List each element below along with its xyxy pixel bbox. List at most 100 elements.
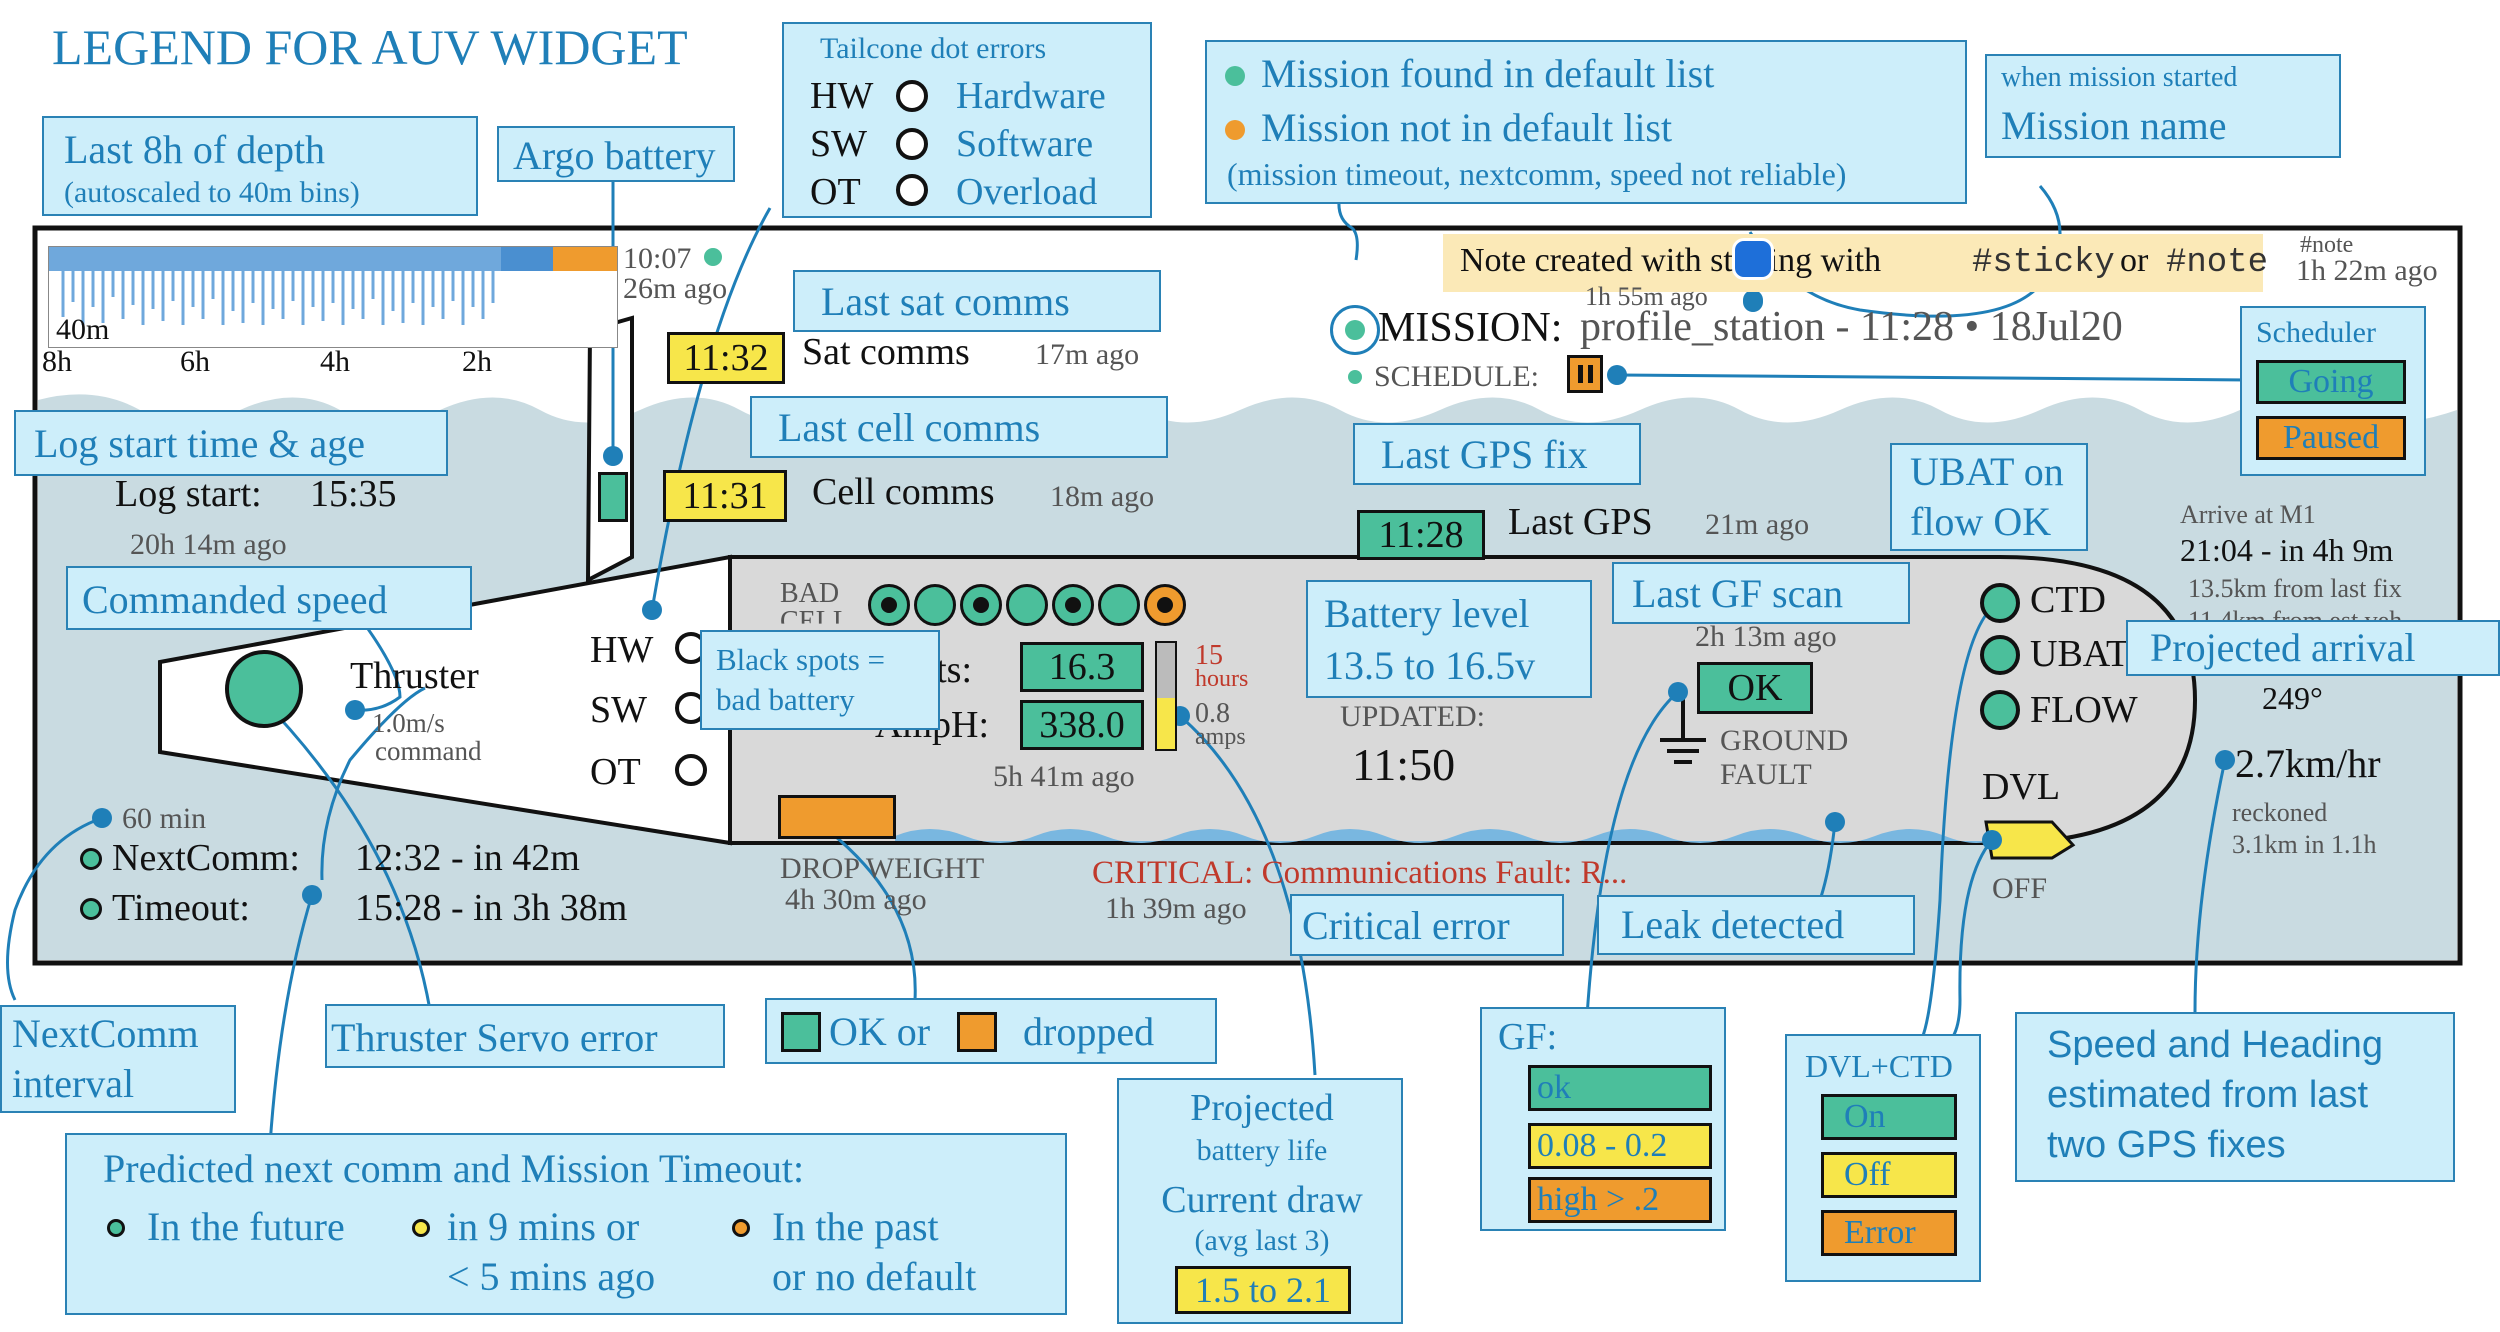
arrive-label: Arrive at M1: [2180, 500, 2316, 529]
ground-fault-label-1: GROUND: [1720, 724, 1849, 757]
ubat-label: UBAT: [2030, 633, 2130, 675]
callout-nextcomm-interval: NextComm interval: [0, 1005, 236, 1113]
projected-battery-line4: (avg last 3): [1194, 1224, 1330, 1257]
depth-chart: [48, 246, 618, 348]
battery-cell-ok: [1006, 584, 1048, 626]
ctd-label: CTD: [2030, 579, 2106, 621]
battery-hours: 15: [1195, 640, 1223, 671]
argo-age: 26m ago: [623, 272, 728, 305]
projected-battery-line1: Projected: [1190, 1087, 1334, 1129]
callout-critical-label: Critical error: [1302, 903, 1510, 948]
scheduler-going: Going: [2256, 360, 2406, 404]
callout-gf-scan: Last GF scan: [1612, 562, 1910, 624]
mission-name-big: Mission name: [2001, 103, 2227, 148]
note-corner-tag: #note: [2300, 232, 2354, 258]
callout-cell-label: Last cell comms: [778, 405, 1041, 450]
critical-message: CRITICAL: Communications Fault: R...: [1092, 855, 1628, 891]
cell-comms-age: 18m ago: [1050, 480, 1155, 513]
nextcomm-interval-value: 60 min: [122, 802, 207, 835]
sat-comms-time: 11:32: [667, 332, 785, 384]
callout-commanded-speed: Commanded speed: [66, 566, 472, 630]
mission-label: MISSION:: [1378, 305, 1563, 351]
tailcone-code-ot: OT: [810, 171, 861, 213]
battery-cell-bad: [1052, 584, 1094, 626]
battery-hours-unit: hours: [1195, 666, 1249, 692]
callout-mission-name: when mission started Mission name: [1985, 54, 2341, 158]
critical-age: 1h 39m ago: [1105, 892, 1247, 925]
callout-commanded-speed-label: Commanded speed: [82, 577, 388, 622]
drop-dropped-label: dropped: [1023, 1009, 1155, 1054]
flow-dot: [1980, 690, 2020, 730]
callout-critical: Critical error: [1290, 894, 1564, 956]
callout-sat-label: Last sat comms: [821, 279, 1070, 324]
callout-black-spots-label: Black spots = bad battery: [716, 642, 886, 717]
tailcone-code-sw: SW: [810, 123, 867, 165]
callout-argo-label: Argo battery: [513, 133, 716, 178]
volts-value: 16.3: [1020, 642, 1144, 692]
depth-bin-label: 40m: [56, 313, 110, 346]
sat-comms-age: 17m ago: [1035, 338, 1140, 371]
callout-battery-level: Battery level 13.5 to 16.5v: [1306, 580, 1592, 698]
dvl-ctd-off: Off: [1821, 1152, 1957, 1198]
bad-cell-label-1: BAD: [780, 578, 840, 609]
tailcone-dot-sw: [896, 128, 928, 160]
nextcomm-dot: [80, 848, 102, 870]
predicted-past-dot: [732, 1219, 750, 1237]
depth-tick-4h: 4h: [320, 345, 350, 378]
callout-thruster-servo: Thruster Servo error: [325, 1004, 725, 1068]
nextcomm-value: 12:32 - in 42m: [355, 837, 580, 879]
amph-value: 338.0: [1020, 700, 1144, 750]
battery-cell-bad: [868, 584, 910, 626]
nextcomm-label: NextComm:: [112, 837, 300, 879]
dvl-state: OFF: [1992, 872, 2048, 905]
tailcone-label-hw: Hardware: [956, 75, 1106, 117]
dvl-ctd-error: Error: [1821, 1210, 1957, 1256]
callout-nextcomm-interval-label: NextComm interval: [12, 1011, 199, 1106]
callout-gf: GF: ok 0.08 - 0.2 high > .2: [1480, 1007, 1726, 1231]
note-sticky-tag: #sticky: [1972, 244, 2115, 282]
gps-age: 21m ago: [1705, 508, 1810, 541]
note-banner: [1443, 234, 2263, 292]
tailcone: [158, 554, 732, 846]
callout-ubat: UBAT on flow OK: [1890, 443, 2088, 551]
tailcone-dot-ot: [896, 174, 928, 206]
heading-value: 249°: [2262, 680, 2323, 716]
callout-gf-scan-label: Last GF scan: [1632, 571, 1844, 616]
mission-value: profile_station - 11:28 • 18Jul20: [1580, 304, 2123, 350]
ground-fault-label-2: FAULT: [1720, 758, 1812, 791]
depth-tick-6h: 6h: [180, 345, 210, 378]
depth-tick-8h: 8h: [42, 345, 72, 378]
callout-speed-heading: Speed and Heading estimated from last tw…: [2015, 1012, 2455, 1182]
flow-label: FLOW: [2030, 689, 2138, 731]
gf-title: GF:: [1498, 1016, 1558, 1058]
callout-thruster-servo-label: Thruster Servo error: [331, 1015, 658, 1060]
timeout-label: Timeout:: [112, 887, 250, 929]
log-start-label: Log start:: [115, 473, 262, 515]
battery-cell-ok: [1098, 584, 1140, 626]
callout-leak-label: Leak detected: [1621, 902, 1845, 947]
page-title: LEGEND FOR AUV WIDGET: [52, 19, 688, 75]
thruster-icon: [225, 650, 303, 728]
callout-ubat-label: UBAT on flow OK: [1910, 449, 2064, 544]
cell-comms-time: 11:31: [663, 470, 787, 522]
schedule-pause-button[interactable]: [1567, 355, 1603, 393]
callout-drop: OK or dropped: [765, 998, 1217, 1064]
argo-status-dot: [704, 248, 722, 266]
scheduler-title: Scheduler: [2256, 316, 2376, 349]
sat-comms-label: Sat comms: [802, 331, 970, 373]
drop-ok-swatch: [781, 1012, 821, 1052]
drop-weight-indicator: [778, 795, 896, 839]
battery-cell-bad: [1144, 584, 1186, 626]
timeout-dot: [80, 898, 102, 920]
callout-gps-label: Last GPS fix: [1381, 432, 1588, 477]
argo-time: 10:07: [623, 242, 692, 275]
tailcone-code-hw: HW: [810, 75, 874, 117]
mission-not-found-label: Mission not in default list: [1261, 105, 1673, 150]
argo-battery-icon: [598, 472, 628, 522]
dvl-label: DVL: [1982, 766, 2061, 808]
callout-tailcone: Tailcone dot errors HW Hardware SW Softw…: [782, 22, 1152, 218]
depth-sparkline: [49, 247, 617, 325]
battery-cell-bad: [960, 584, 1002, 626]
drop-weight-age: 4h 30m ago: [785, 883, 927, 916]
reckoned-label: reckoned: [2232, 798, 2328, 827]
